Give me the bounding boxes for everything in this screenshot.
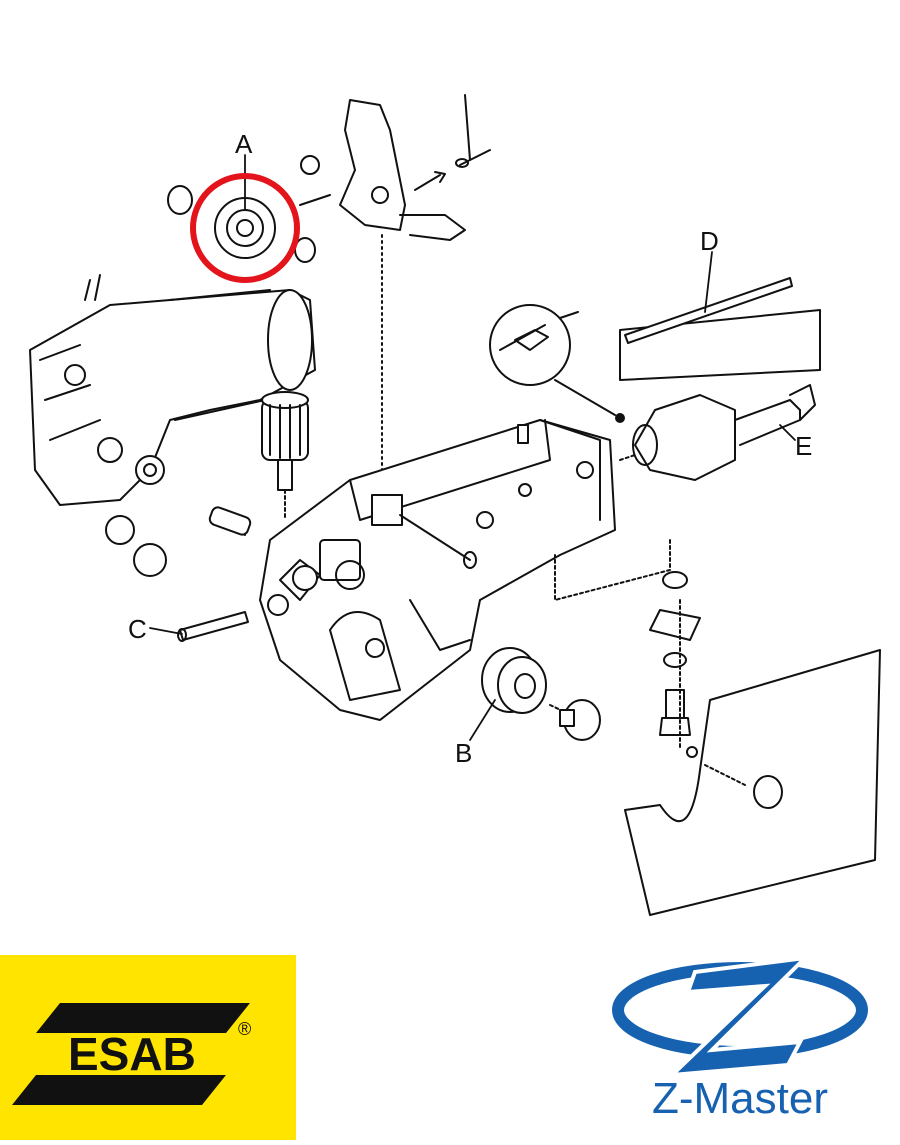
pressure-knob [261, 391, 309, 521]
zmaster-logo [612, 955, 868, 1078]
motor-assembly [29, 274, 316, 577]
callout-b: B [455, 738, 472, 768]
cover-plate [624, 649, 881, 916]
fastener-stack [554, 539, 701, 758]
esab-registered-mark: ® [238, 1019, 251, 1039]
leader-lines [149, 154, 796, 741]
inlet-nozzle-e [615, 384, 816, 481]
zmaster-wordmark: Z-Master [652, 1074, 828, 1123]
esab-logo: ESAB ® [12, 1003, 251, 1105]
esab-wordmark: ESAB [68, 1028, 196, 1080]
highlight-circle [190, 173, 300, 283]
callout-c: C [128, 614, 147, 644]
esab-logo-panel: ESAB ® [0, 955, 296, 1140]
bearing-a [167, 185, 316, 263]
pin-c [177, 611, 249, 642]
callout-a: A [235, 129, 253, 159]
detail-magnifier [489, 304, 616, 416]
pressure-arm [299, 94, 491, 481]
rod-d [619, 277, 821, 381]
callout-d: D [700, 226, 719, 256]
feeder-body [208, 419, 616, 721]
exploded-parts-diagram: A B C D E [29, 94, 881, 916]
callout-e: E [795, 431, 812, 461]
feed-roll-b [481, 647, 601, 741]
